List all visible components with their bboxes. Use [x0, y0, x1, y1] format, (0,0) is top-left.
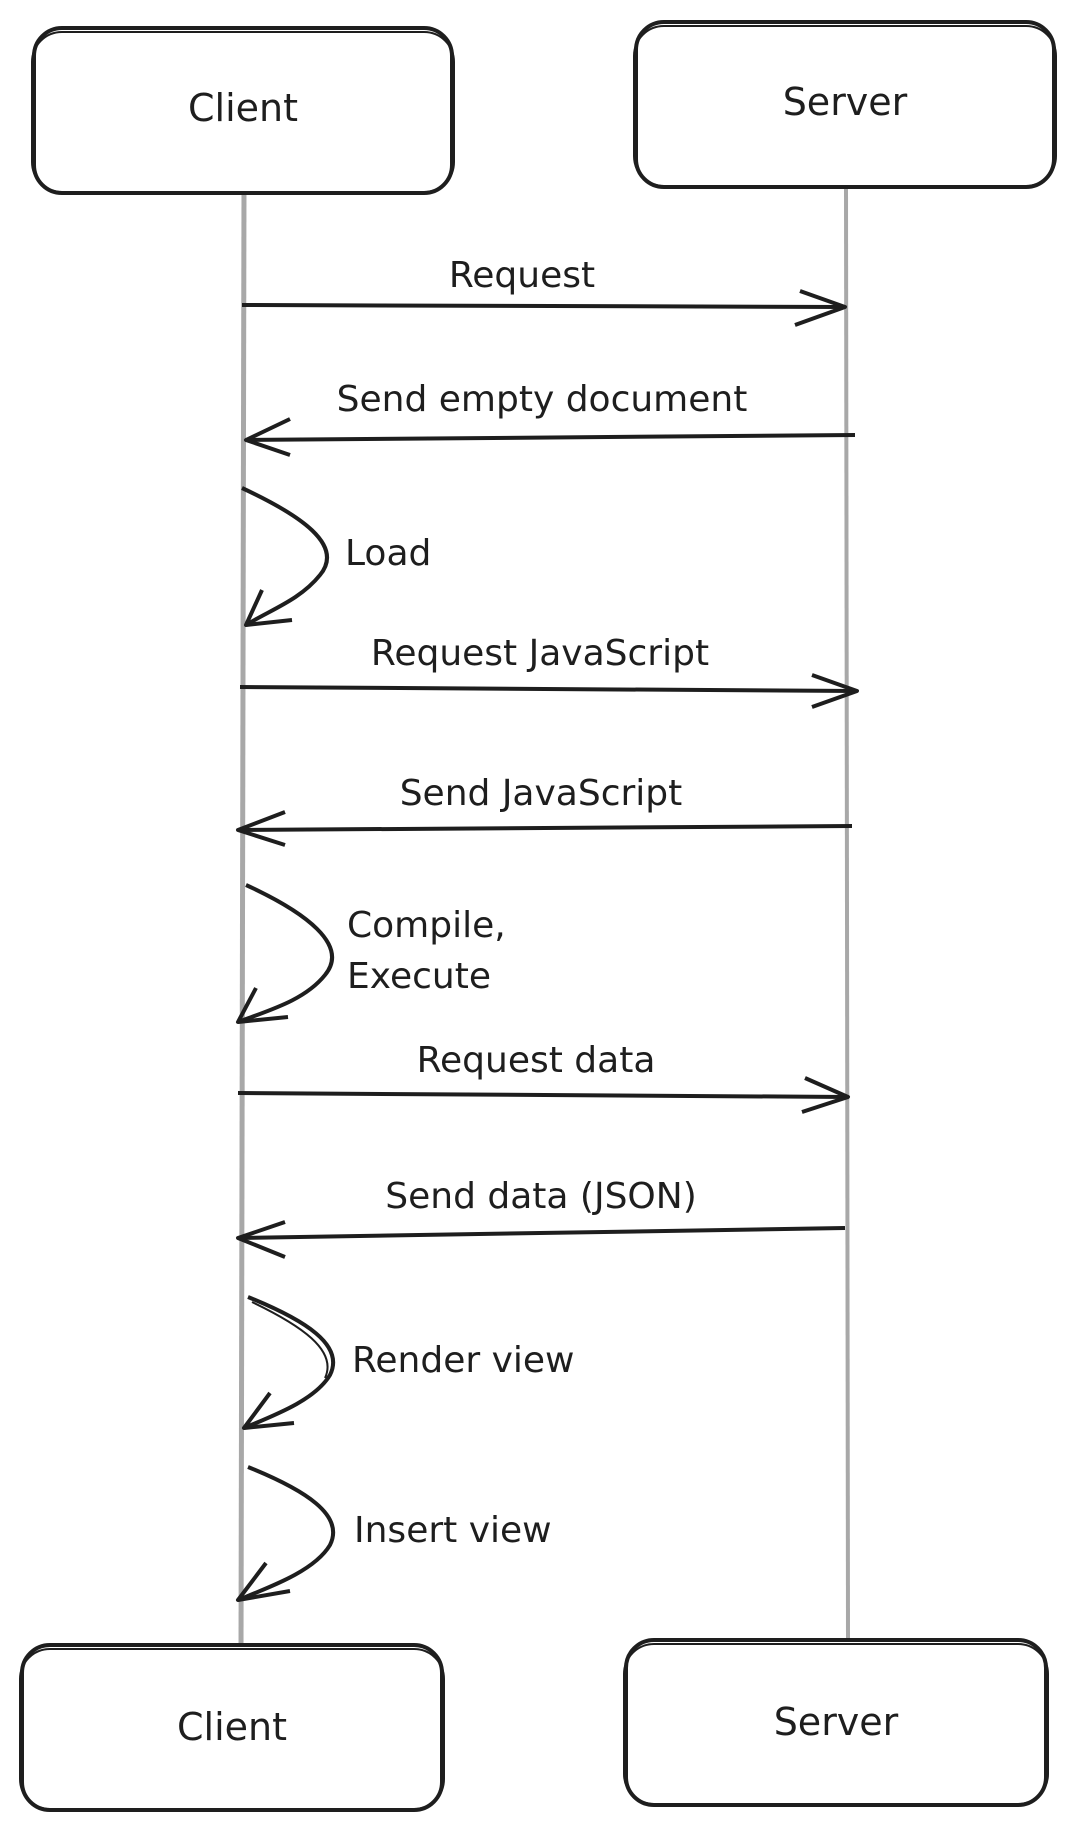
message-send-javascript-label: Send JavaScript — [400, 773, 683, 814]
message-load: Load — [241, 486, 431, 627]
message-request-javascript-label: Request JavaScript — [371, 633, 709, 674]
client-lifeline — [238, 184, 247, 1651]
message-load-label: Load — [345, 533, 431, 574]
message-request-javascript: Request JavaScript — [239, 633, 859, 709]
message-request-data-label: Request data — [417, 1040, 656, 1081]
participant-client-top-label: Client — [188, 86, 298, 130]
participant-client-bottom-label: Client — [177, 1705, 287, 1749]
message-insert-view-label: Insert view — [354, 1510, 552, 1551]
message-request-label: Request — [449, 255, 595, 296]
message-compile-execute: Compile, Execute — [236, 883, 506, 1024]
message-request: Request — [241, 255, 847, 327]
server-lifeline — [844, 184, 850, 1641]
message-compile-execute-label-line2: Execute — [347, 956, 491, 997]
participant-server-top: Server — [633, 20, 1057, 189]
message-send-empty-document-label: Send empty document — [337, 379, 748, 420]
message-render-view-label: Render view — [352, 1340, 575, 1381]
message-send-javascript: Send JavaScript — [236, 773, 853, 847]
message-request-data: Request data — [237, 1040, 850, 1114]
message-send-data-json: Send data (JSON) — [236, 1176, 846, 1259]
participant-client-top: Client — [31, 26, 455, 195]
message-send-data-json-label: Send data (JSON) — [385, 1176, 696, 1217]
message-send-empty-document: Send empty document — [244, 379, 856, 457]
message-insert-view: Insert view — [236, 1465, 552, 1602]
participant-server-bottom: Server — [623, 1638, 1049, 1807]
message-compile-execute-label-line1: Compile, — [347, 905, 506, 946]
participant-client-bottom: Client — [19, 1643, 445, 1812]
participant-server-top-label: Server — [783, 80, 908, 124]
participant-server-bottom-label: Server — [774, 1700, 899, 1744]
message-render-view: Render view — [242, 1295, 575, 1430]
